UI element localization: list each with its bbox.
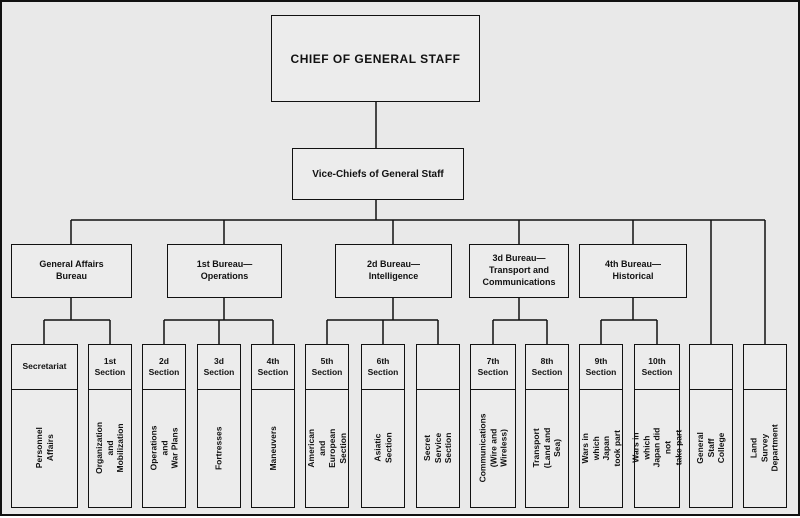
general-staff-college: General Staff College: [689, 344, 733, 508]
section-4th: 4th Section Maneuvers: [251, 344, 295, 508]
section-header: 8th Section: [531, 355, 563, 377]
bureau-1st-operations: 1st Bureau— Operations: [167, 244, 282, 298]
section-3d: 3d Section Fortresses: [197, 344, 241, 508]
divider: [580, 389, 622, 390]
section-10th: 10th Section Wars in which Japan did not…: [630, 344, 683, 508]
chief-of-general-staff-box: CHIEF OF GENERAL STAFF: [271, 15, 480, 102]
section-8th: 8th Section Transport (Land and Sea): [525, 344, 569, 508]
section-header: [417, 345, 459, 389]
bureau-general-affairs: General Affairs Bureau: [11, 244, 132, 298]
section-1st: 1st Section Organization and Mobilizatio…: [88, 344, 132, 508]
section-header: 7th Section: [477, 355, 509, 377]
section-duty: Land Survey Department: [749, 424, 781, 472]
section-header: 3d Section: [203, 355, 235, 377]
divider: [744, 389, 786, 390]
divider: [306, 389, 348, 390]
bureau-2d-intelligence: 2d Bureau— Intelligence: [335, 244, 452, 298]
divider: [690, 389, 732, 390]
section-duty: Organization and Mobilization: [94, 422, 126, 474]
section-duty: Wars in which Japan did not take part: [630, 428, 683, 468]
vice-chiefs-box: Vice-Chiefs of General Staff: [292, 148, 464, 200]
section-header: 2d Section: [148, 355, 180, 377]
section-2d: 2d Section Operations and War Plans: [142, 344, 186, 508]
section-duty: Maneuvers: [267, 425, 278, 471]
section-header: 4th Section: [257, 355, 289, 377]
section-duty: Secret Service Section: [422, 432, 454, 464]
section-header: Secretariat: [22, 361, 67, 372]
divider: [252, 389, 294, 390]
section-header: [744, 345, 786, 389]
bureau-4th-historical: 4th Bureau— Historical: [579, 244, 687, 298]
divider: [471, 389, 515, 390]
land-survey-department: Land Survey Department: [743, 344, 787, 508]
divider: [12, 389, 77, 390]
section-duty: General Staff College: [695, 432, 727, 464]
bureau-3d-transport-communications: 3d Bureau— Transport and Communications: [469, 244, 569, 298]
section-header: 1st Section: [94, 355, 126, 377]
section-duty: Operations and War Plans: [148, 425, 180, 471]
divider: [198, 389, 240, 390]
section-duty: Asiatic Section: [372, 432, 393, 464]
divider: [635, 389, 679, 390]
section-duty: Personnel Affairs: [33, 427, 55, 469]
section-header: 6th Section: [367, 355, 399, 377]
section-6th: 6th Section Asiatic Section: [361, 344, 405, 508]
divider: [143, 389, 185, 390]
section-secret-service: Secret Service Section: [416, 344, 460, 508]
divider: [526, 389, 568, 390]
section-header: 9th Section: [585, 355, 617, 377]
section-5th: 5th Section American and European Sectio…: [305, 344, 349, 508]
section-duty: Wars in which Japan took part: [579, 429, 622, 467]
section-duty: Communications (Wire and Wireless): [477, 413, 509, 483]
section-duty: Transport (Land and Sea): [531, 427, 563, 469]
divider: [89, 389, 131, 390]
divider: [417, 389, 459, 390]
section-7th: 7th Section Communications (Wire and Wir…: [470, 344, 516, 508]
section-header: 10th Section: [641, 355, 673, 377]
section-duty: Fortresses: [213, 426, 224, 470]
section-secretariat: Secretariat Personnel Affairs: [11, 344, 78, 508]
section-duty: American and European Section: [305, 428, 348, 468]
divider: [362, 389, 404, 390]
section-9th: 9th Section Wars in which Japan took par…: [579, 344, 623, 508]
section-header: [690, 345, 732, 389]
section-header: 5th Section: [311, 355, 343, 377]
